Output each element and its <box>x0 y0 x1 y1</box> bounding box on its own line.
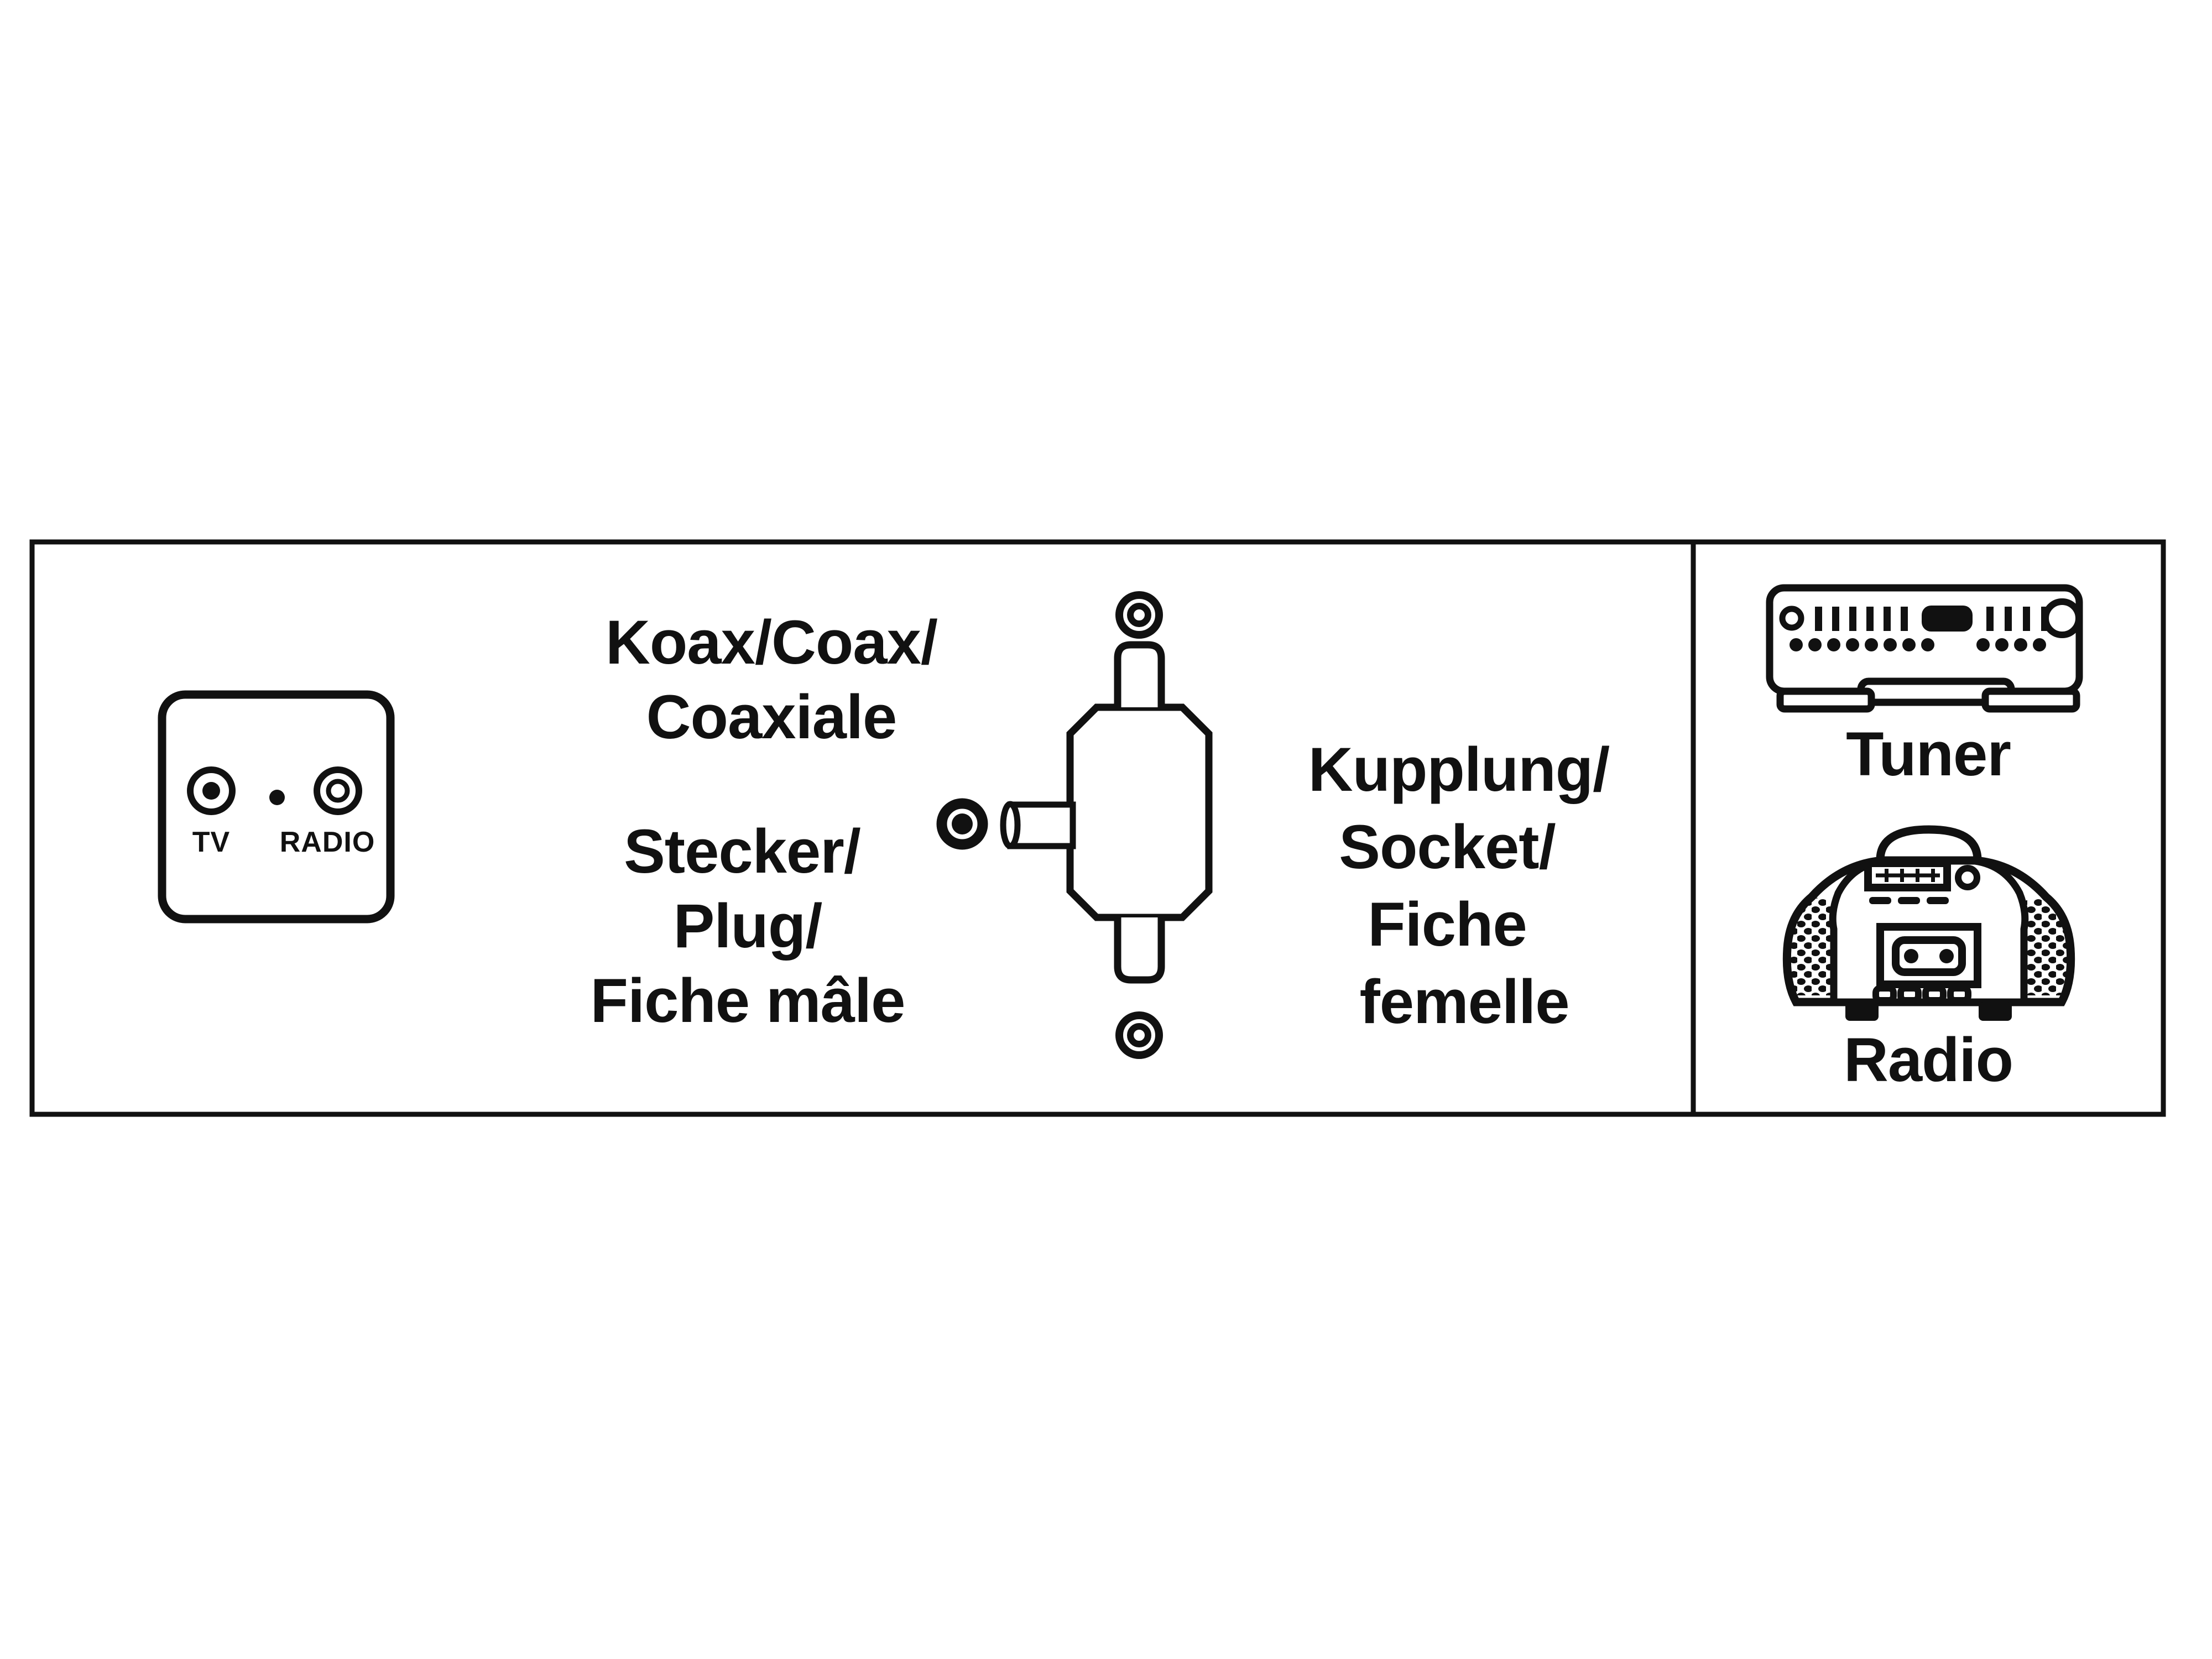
tuner-indicator-dot <box>1808 638 1822 651</box>
bottom-female-inner-ring <box>1127 1023 1151 1047</box>
socket-label-line-4: femelle <box>1360 967 1569 1036</box>
tuner-slider-bar <box>1884 607 1891 631</box>
wall-socket-label-tv: TV <box>192 826 230 858</box>
tuner-volume-knob-icon <box>2042 598 2082 638</box>
wall-socket-port-radio <box>314 766 362 815</box>
radio-cassette <box>1892 936 1966 976</box>
radio-device-icon: Radio <box>1782 825 2075 1094</box>
tuner-indicator-dot <box>1865 638 1878 651</box>
tuner-slider-bar <box>1866 607 1874 631</box>
tv-port-pin <box>202 782 220 800</box>
radio-cassette-reel <box>1939 949 1954 963</box>
tuner-slider-bar <box>1815 607 1822 631</box>
top-female-inner-ring <box>1127 603 1151 627</box>
tuner-display <box>1922 606 1973 632</box>
tuner-power-button-icon <box>1779 606 1804 631</box>
tuner-foot <box>1776 687 1875 713</box>
top-female-connector-symbol <box>1115 591 1163 639</box>
wall-socket-marker-dot <box>269 790 285 805</box>
radio-control-button <box>1947 985 1971 1004</box>
socket-label-line-3: Fiche <box>1368 890 1527 959</box>
adapter-top-socket-stub <box>1114 641 1165 707</box>
antenna-wall-socket: TV RADIO <box>158 690 395 924</box>
radio-tuning-tick <box>1900 869 1904 882</box>
tuner-indicator-dot <box>1827 638 1840 651</box>
radio-tuning-tick <box>1931 869 1935 882</box>
radio-dash-button <box>1869 897 1891 904</box>
tuner-device-icon: Tuner <box>1766 584 2083 789</box>
wall-socket-faceplate <box>158 690 395 924</box>
adapter-bottom-socket-stub <box>1114 917 1165 984</box>
radio-foot <box>1845 1002 1879 1021</box>
plug-label-line-2: Coaxiale <box>646 682 897 752</box>
tuner-slider-bar <box>2023 607 2030 631</box>
radio-control-button <box>1872 985 1897 1004</box>
tuner-indicator-dot <box>1846 638 1859 651</box>
socket-label-line-1: Kupplung/ <box>1308 735 1610 804</box>
tuner-foot <box>1981 687 2080 713</box>
radio-tuning-tick <box>1916 869 1919 882</box>
radio-control-button <box>1897 985 1922 1004</box>
radio-port-inner-ring <box>326 779 350 803</box>
radio-dash-button <box>1898 897 1920 904</box>
tuner-slider-bar <box>2005 607 2012 631</box>
tuner-indicator-dot <box>1976 638 1990 651</box>
male-connector-symbol <box>936 798 988 850</box>
tuner-slider-bar <box>1832 607 1839 631</box>
tuner-slider-bar <box>1986 607 1994 631</box>
radio-dash-button <box>1927 897 1949 904</box>
radio-carry-handle <box>1876 825 1982 860</box>
tuner-slider-bar <box>1849 607 1856 631</box>
wall-socket-label-radio: RADIO <box>280 826 375 858</box>
tuner-slider-bar <box>1901 607 1908 631</box>
plug-label-block: Koax/Coax/ Coaxiale Stecker/ Plug/ Fiche… <box>591 608 938 1035</box>
plug-label-line-5: Fiche mâle <box>591 966 905 1035</box>
radio-cassette-reel <box>1904 949 1918 963</box>
tuner-indicator-dot <box>1884 638 1897 651</box>
radio-control-button <box>1922 985 1947 1004</box>
tuner-indicator-dot <box>2014 638 2027 651</box>
plug-label-line-3: Stecker/ <box>624 817 861 886</box>
adapter-body-octagon <box>1066 703 1213 921</box>
tuner-indicator-dot <box>2033 638 2046 651</box>
tuner-label: Tuner <box>1846 719 2011 789</box>
coax-t-adapter <box>936 591 1213 1059</box>
male-symbol-center-dot <box>952 813 973 834</box>
tuner-indicator-dot <box>1921 638 1934 651</box>
adapter-male-pin <box>1000 801 1076 849</box>
socket-label-line-2: Socket/ <box>1339 812 1556 881</box>
tuner-indicator-dot <box>1995 638 2008 651</box>
radio-label: Radio <box>1844 1025 2013 1094</box>
tuner-indicator-dot <box>1790 638 1803 651</box>
bottom-female-connector-symbol <box>1115 1011 1163 1059</box>
male-pin-end-cap <box>1000 801 1021 849</box>
wall-socket-port-tv <box>187 766 236 815</box>
socket-label-block: Kupplung/ Socket/ Fiche femelle <box>1308 735 1610 1036</box>
radio-foot <box>1979 1002 2012 1021</box>
radio-tuning-knob-icon <box>1955 865 1980 890</box>
plug-label-line-4: Plug/ <box>674 891 823 961</box>
plug-label-line-1: Koax/Coax/ <box>606 608 938 677</box>
tuner-indicator-dot <box>1902 638 1916 651</box>
radio-tuning-tick <box>1885 869 1888 882</box>
